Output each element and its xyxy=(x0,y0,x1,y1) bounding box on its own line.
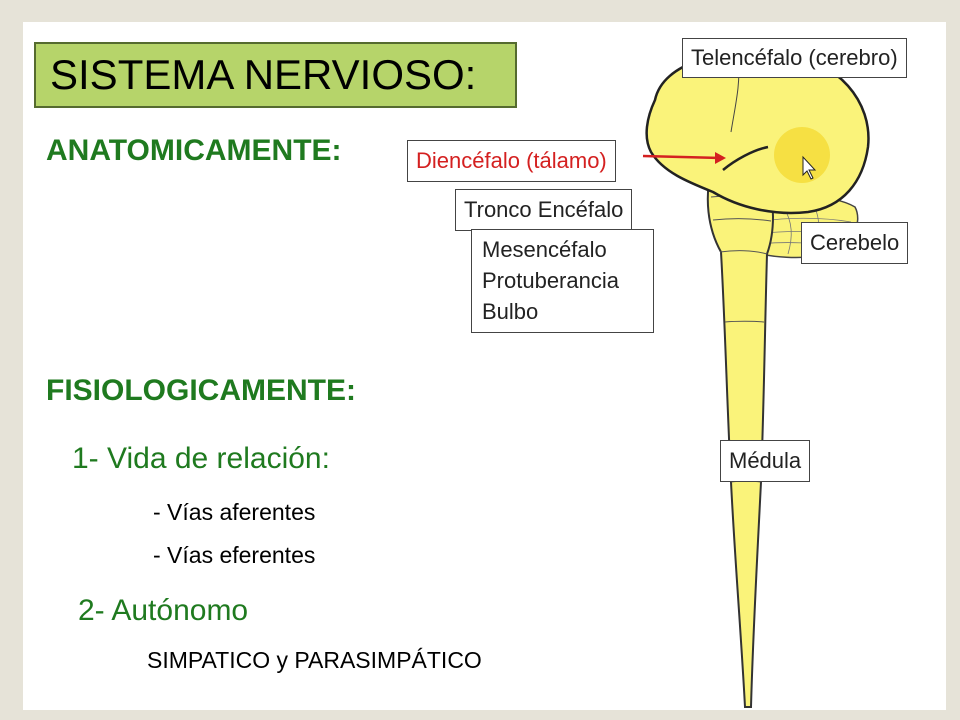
label-medula: Médula xyxy=(720,440,811,482)
item-vida-relacion: 1- Vida de relación: xyxy=(72,442,330,475)
page-title: SISTEMA NERVIOSO: xyxy=(50,51,477,98)
label-cerebelo: Cerebelo xyxy=(801,222,909,264)
anatomy-heading: ANATOMICAMENTE: xyxy=(46,134,342,167)
sub-vias-eferentes: - Vías eferentes xyxy=(153,542,316,568)
cursor-icon xyxy=(802,155,817,180)
brain-illustration xyxy=(642,51,870,708)
physiology-heading: FISIOLOGICAMENTE: xyxy=(46,374,356,407)
sub-simpatico-parasimpatico: SIMPATICO y PARASIMPÁTICO xyxy=(147,647,482,673)
label-mesencefalo: Mesencéfalo xyxy=(482,237,607,262)
label-telencefalo: Telencéfalo (cerebro) xyxy=(682,38,907,78)
label-bulbo: Bulbo xyxy=(482,299,539,324)
label-protuberancia: Protuberancia xyxy=(482,268,619,293)
label-tronco-parts: Mesencéfalo Protuberancia Bulbo xyxy=(471,229,654,333)
title-box: SISTEMA NERVIOSO: xyxy=(34,42,517,108)
slide: SISTEMA NERVIOSO: ANATOMICAMENTE: FISIOL… xyxy=(23,22,946,710)
label-tronco-encefalo: Tronco Encéfalo xyxy=(455,189,633,231)
item-autonomo: 2- Autónomo xyxy=(78,594,249,627)
diencephalon-mark xyxy=(722,145,769,171)
sub-vias-aferentes: - Vías aferentes xyxy=(153,499,316,525)
red-arrow-icon xyxy=(642,152,726,164)
label-diencefalo: Diencéfalo (tálamo) xyxy=(407,140,616,182)
brainstem-spinalcord-shape xyxy=(706,170,774,708)
highlight-spot xyxy=(774,127,830,183)
